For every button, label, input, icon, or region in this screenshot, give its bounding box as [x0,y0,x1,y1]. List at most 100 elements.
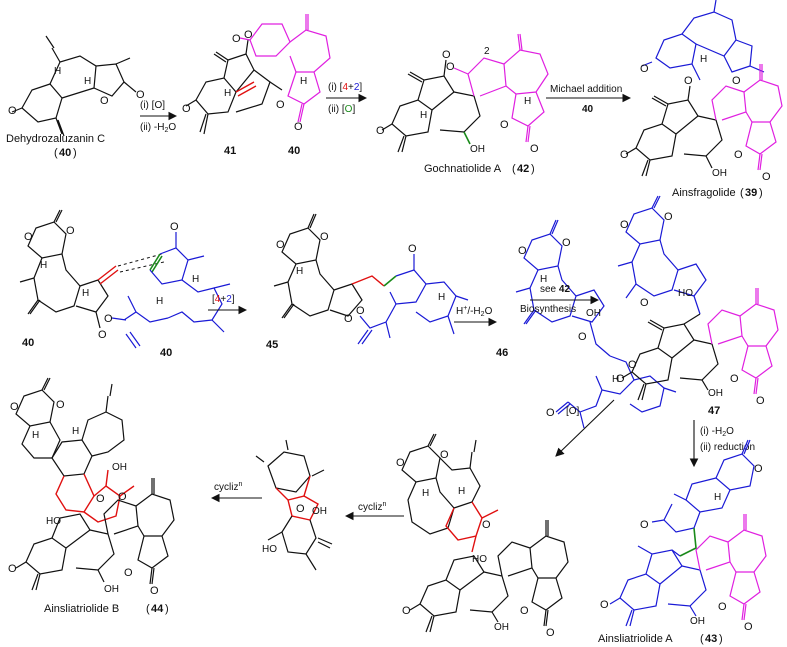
structure-dehydrozaluzanin-c [11,35,137,137]
atom-o: O [440,449,449,461]
atom-h: H [300,76,307,87]
compound-number-40-d: 40 [160,347,172,359]
step8-condition-ii: (ii) reduction [700,442,755,453]
atom-oh: OH [690,616,705,627]
structure-intermediate-core [409,520,569,633]
atom-o: O [296,503,305,515]
atom-h: H [714,492,721,503]
position-label-2: 2 [484,46,490,57]
compound-number-42-close: ) [531,163,535,175]
structure-40-pair [19,209,119,329]
atom-o: O [96,493,105,505]
structure-ainsliatriolide-b-core [15,478,175,591]
compound-number-44: 44 [151,603,164,615]
atom-o: O [98,329,107,341]
compound-number-44-close: ) [165,603,169,615]
atom-o: O [546,407,555,419]
atom-o: O [520,605,529,617]
structure-46 [515,219,677,429]
atom-o: O [732,75,741,87]
atom-o: O [244,29,253,41]
structure-47-core [621,313,719,401]
compound-name-40: Dehydrozaluzanin C [6,133,105,145]
atom-ho: HO [46,516,61,527]
compound-number-39: 39 [745,187,757,199]
atom-o: O [756,395,765,407]
step3-condition: Michael addition [550,84,622,95]
atom-h: H [612,374,619,385]
step1-condition-ii: (ii) -H2O [140,122,176,134]
atom-oh: OH [708,388,723,399]
structure-ainsliatriolide-b-red [55,469,135,523]
compound-number-43-close: ) [719,633,723,645]
compound-number-40: 40 [59,147,71,159]
atom-o: O [24,231,33,243]
atom-oh: OH [494,622,509,633]
step7-condition: [O] [566,406,580,417]
atom-o: O [530,143,539,155]
compound-name-43: Ainsliatriolide A [598,633,673,645]
atom-o: O [562,237,571,249]
atom-h: H [32,430,39,441]
compound-number-45: 45 [266,339,278,351]
atom-oh: OH [712,168,727,179]
atom-o: O [640,519,649,531]
step10-condition: cyclizn [214,481,242,493]
compound-name-42: Gochnatiolide A [424,163,502,175]
atom-o: O [402,605,411,617]
atom-h: H [224,88,231,99]
atom-h: H [40,260,47,271]
compound-number-43-open: ( [700,633,704,645]
atom-o: O [276,99,285,111]
step9-condition: cyclizn [358,501,386,513]
step2-condition-i: (i) [4+2] [328,82,362,93]
atom-h: H [82,288,89,299]
step3-reagent-number: 40 [582,104,594,115]
atom-o: O [124,567,133,579]
atom-o: O [408,243,417,255]
atom-o: O [684,75,693,87]
atom-oh: OH [112,462,127,473]
atom-o: O [730,373,739,385]
atom-o: O [744,621,753,633]
atom-o: O [344,313,353,325]
atom-o: O [640,63,649,75]
atom-o: O [376,125,385,137]
compound-number-42: 42 [517,163,529,175]
atom-h: H [422,488,429,499]
atom-o: O [518,245,527,257]
atom-o: O [762,171,771,183]
structure-ainsfragolide-blue [641,0,765,81]
atom-h: H [540,274,547,285]
atom-o: O [8,563,17,575]
atom-h: H [420,110,427,121]
structure-ainsfragolide-magenta [711,64,783,171]
atom-o: O [600,599,609,611]
atom-o: O [734,149,743,161]
compound-number-40-c: 40 [22,337,34,349]
atom-o: O [396,457,405,469]
atom-o: O [10,401,19,413]
atom-ho: HO [472,554,487,565]
atom-h: H [458,486,465,497]
step1-condition-i: (i) [O] [140,100,165,111]
compound-number-47: 47 [708,405,720,417]
atom-o: O [136,89,145,101]
atom-o: O [628,359,637,371]
structure-47-blue [617,195,707,315]
atom-o: O [754,463,763,475]
structure-ainsfragolide-core [625,85,723,177]
atom-o: O [482,519,491,531]
atom-ho: HO [262,544,277,555]
atom-o: O [56,399,65,411]
atom-h: H [156,296,163,307]
atom-o: O [170,221,179,233]
compound-name-39: Ainsfragolide [672,187,736,199]
atom-o: O [718,601,727,613]
atom-h: H [296,266,303,277]
compound-number-46: 46 [496,347,508,359]
atom-oh: OH [470,144,485,155]
atom-oh: OH [586,308,601,319]
atom-o: O [356,305,365,317]
